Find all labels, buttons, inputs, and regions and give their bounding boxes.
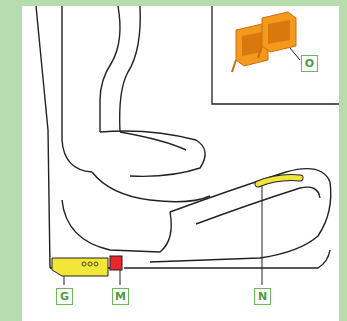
release-button — [110, 256, 122, 270]
seat-outline — [36, 6, 331, 268]
inset-frame — [212, 6, 339, 104]
connector-hole — [82, 262, 86, 266]
leader-line — [262, 186, 263, 285]
leader-line — [64, 276, 65, 285]
callout-letter: N — [258, 291, 267, 302]
callout-letter: O — [305, 58, 314, 69]
callout-letter-box: M — [112, 288, 129, 305]
leader-line — [290, 48, 300, 60]
handle — [258, 178, 300, 184]
isofix-connector — [52, 258, 108, 276]
handle-outline — [258, 178, 300, 184]
callout-letter: M — [115, 291, 126, 302]
leader-line — [120, 270, 121, 285]
connector-hole — [88, 262, 92, 266]
frame-band — [339, 0, 347, 321]
frame-band — [0, 0, 22, 321]
callout-letter-box: G — [56, 288, 73, 305]
callout-letter-box: O — [301, 55, 318, 72]
clip-parts — [232, 12, 296, 72]
callout-letter-box: N — [254, 288, 271, 305]
frame-band — [0, 0, 347, 6]
callout-letter: G — [60, 291, 69, 302]
connector-hole — [94, 262, 98, 266]
